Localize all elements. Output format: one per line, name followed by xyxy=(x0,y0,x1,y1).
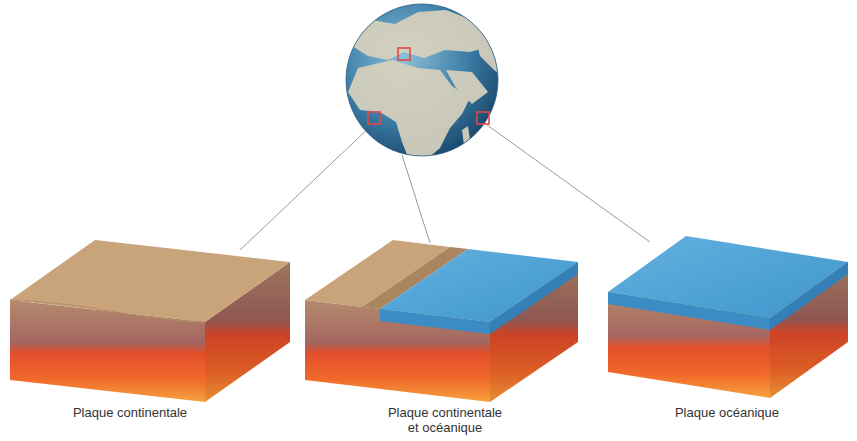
globe xyxy=(346,4,512,162)
continental-block xyxy=(10,240,290,402)
continental-oceanic-block xyxy=(305,240,578,402)
oceanic-block xyxy=(608,236,848,398)
zoom-squares xyxy=(368,48,489,124)
plate-label: Plaque continentale et océanique xyxy=(382,405,508,435)
plate-label: Plaque océanique xyxy=(627,405,827,420)
plate-label: Plaque continentale xyxy=(30,405,230,420)
